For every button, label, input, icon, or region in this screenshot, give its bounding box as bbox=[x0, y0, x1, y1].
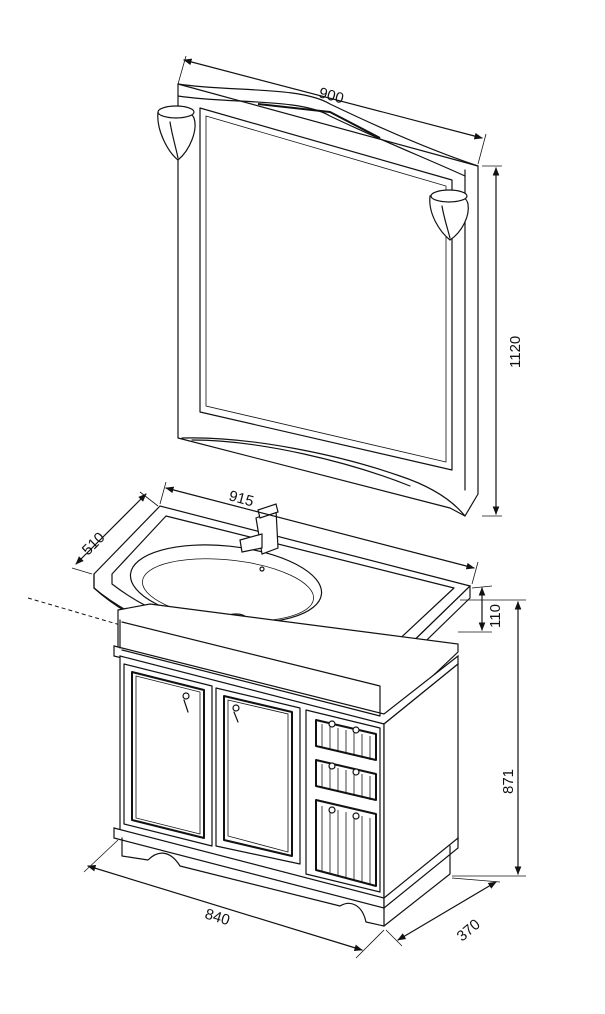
basin-height-label: 110 bbox=[487, 604, 504, 628]
basin-width-label: 915 bbox=[227, 487, 256, 510]
basin-width-dimension: 915 bbox=[159, 481, 479, 585]
mirror-width-label: 900 bbox=[317, 84, 346, 107]
cabinet-depth-label: 370 bbox=[454, 916, 484, 945]
mirror-width-dimension: 900 bbox=[177, 55, 487, 165]
cabinet-height-dimension: 871 bbox=[452, 599, 526, 877]
basin-depth-label: 510 bbox=[79, 529, 109, 559]
cabinet-drawers bbox=[305, 709, 381, 893]
cabinet-width-dimension: 840 bbox=[83, 839, 385, 959]
cabinet-door-right bbox=[215, 687, 301, 865]
cabinet-door-left bbox=[123, 663, 213, 847]
basin-height-dimension: 110 bbox=[458, 585, 504, 633]
mirror-height-label: 1120 bbox=[507, 336, 524, 368]
mirror-height-dimension: 1120 bbox=[482, 165, 524, 517]
mirror bbox=[157, 83, 479, 517]
cabinet-width-label: 840 bbox=[203, 906, 232, 930]
cabinet bbox=[113, 603, 459, 927]
mirror-lamp-left bbox=[157, 105, 196, 161]
cabinet-height-label: 871 bbox=[500, 769, 517, 794]
mirror-lamp-right bbox=[429, 189, 469, 241]
